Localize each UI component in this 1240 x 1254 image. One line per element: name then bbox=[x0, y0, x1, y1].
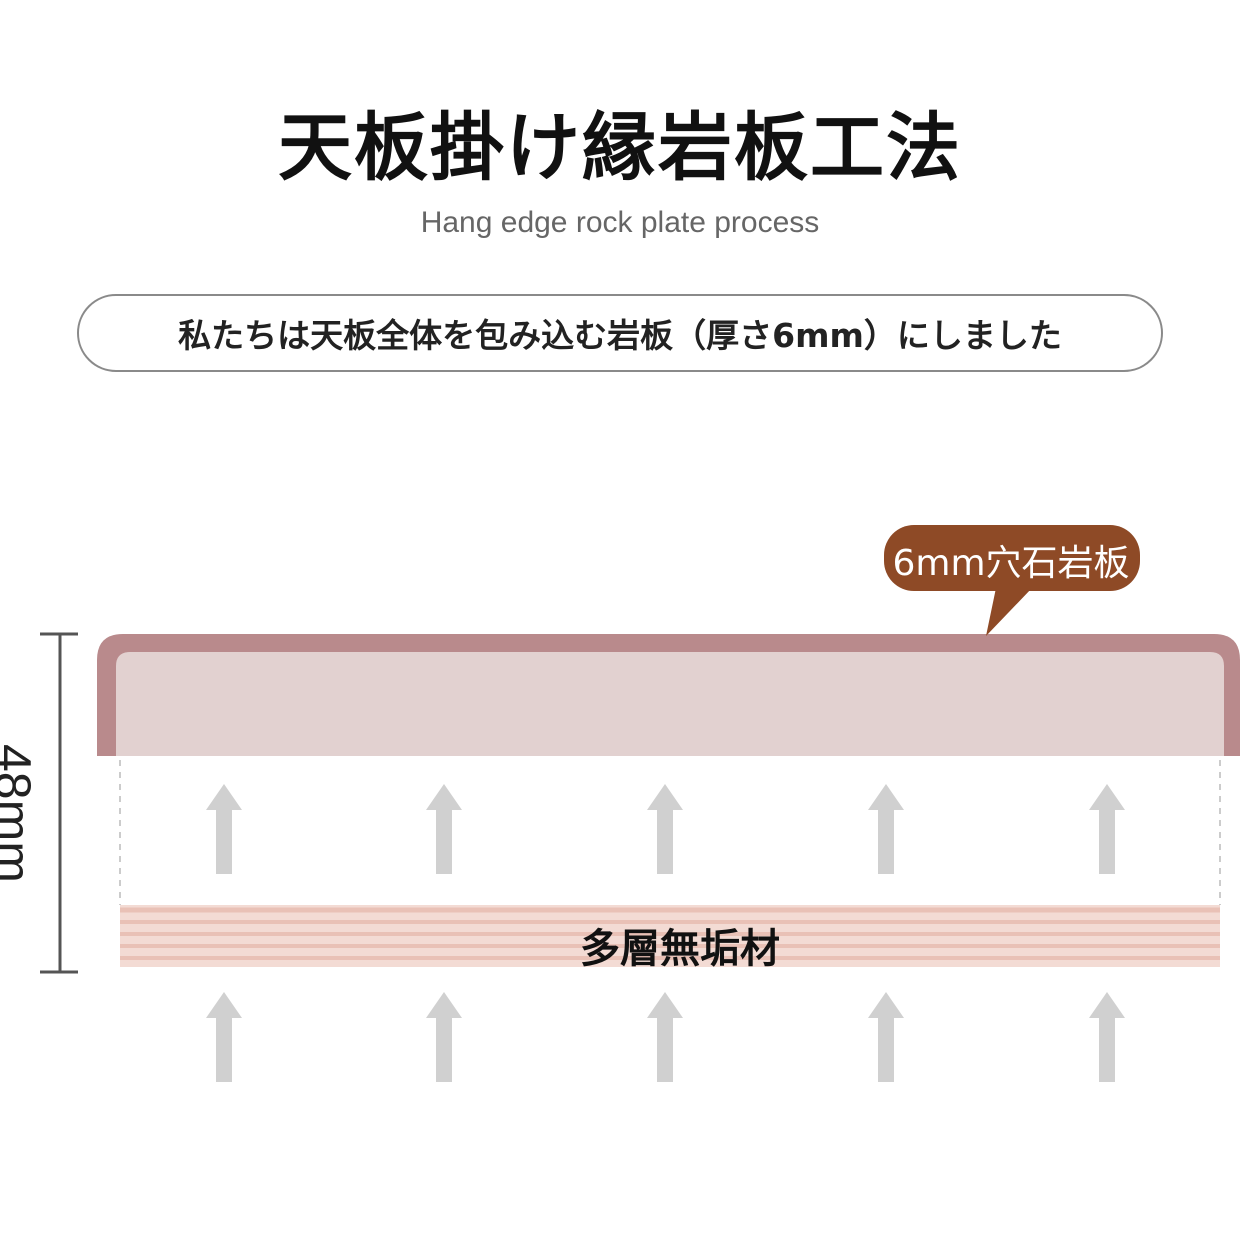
callout-bubble bbox=[884, 525, 1140, 636]
arrow-up-icon bbox=[1089, 992, 1125, 1082]
arrow-up-icon bbox=[1089, 784, 1125, 874]
arrows-upper bbox=[206, 784, 1125, 874]
callout-label: 6mm穴石岩板 bbox=[892, 543, 1130, 584]
arrow-up-icon bbox=[868, 992, 904, 1082]
arrows-lower bbox=[206, 992, 1125, 1082]
arrow-up-icon bbox=[647, 784, 683, 874]
arrow-up-icon bbox=[206, 992, 242, 1082]
arrow-up-icon bbox=[426, 992, 462, 1082]
description-text: 私たちは天板全体を包み込む岩板（厚さ6mm）にしました bbox=[178, 316, 1062, 355]
arrow-up-icon bbox=[868, 784, 904, 874]
core-layers bbox=[120, 905, 1220, 967]
rock-plate-inner bbox=[116, 652, 1224, 756]
side-guides bbox=[119, 760, 1221, 905]
arrow-up-icon bbox=[647, 992, 683, 1082]
arrow-up-icon bbox=[206, 784, 242, 874]
arrow-up-icon bbox=[426, 784, 462, 874]
page-title: 天板掛け縁岩板工法 bbox=[278, 105, 962, 191]
description-banner: 私たちは天板全体を包み込む岩板（厚さ6mm）にしました bbox=[77, 294, 1163, 372]
thickness-label: 48mm bbox=[0, 744, 41, 883]
page-subtitle: Hang edge rock plate process bbox=[420, 206, 820, 239]
dimension-line bbox=[40, 632, 78, 974]
core-label: 多層無垢材 bbox=[580, 926, 780, 972]
